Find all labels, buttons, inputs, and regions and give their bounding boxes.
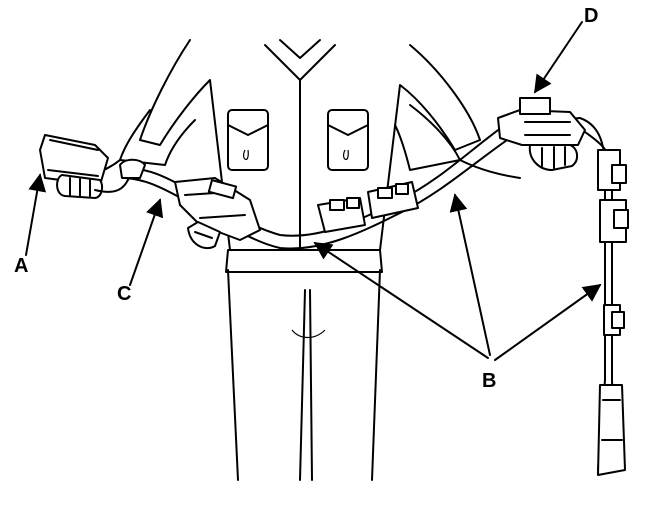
right-arm (459, 159, 521, 179)
callout-d-arrow (533, 21, 583, 94)
label-a: A (14, 255, 28, 277)
end-connector (597, 384, 626, 476)
connector-a (39, 134, 131, 199)
callout-a-arrow (25, 173, 47, 256)
label-d: D (584, 5, 598, 27)
person-figure (91, 39, 521, 481)
connector-b-2 (367, 181, 419, 219)
connector-b-1 (317, 197, 366, 233)
callout-c-arrow (129, 198, 164, 286)
shirt-outline (139, 39, 481, 251)
harness (39, 97, 629, 476)
left-sleeve (119, 109, 196, 166)
shirt-collar (264, 39, 336, 81)
trousers (225, 249, 383, 481)
connector-c-clip (119, 158, 146, 179)
left-pocket (227, 109, 269, 171)
callout-b-arrow-1 (313, 242, 489, 359)
mid-connector (174, 177, 261, 250)
callout-b-arrow-3 (494, 283, 602, 361)
right-sleeve (394, 104, 461, 171)
label-c: C (117, 283, 131, 305)
callouts: A C B D (14, 5, 602, 392)
right-pocket (327, 109, 369, 171)
label-b: B (482, 370, 496, 392)
hanging-clips (597, 149, 629, 336)
callout-b-arrow-2 (449, 193, 491, 356)
connector-d (497, 97, 586, 171)
